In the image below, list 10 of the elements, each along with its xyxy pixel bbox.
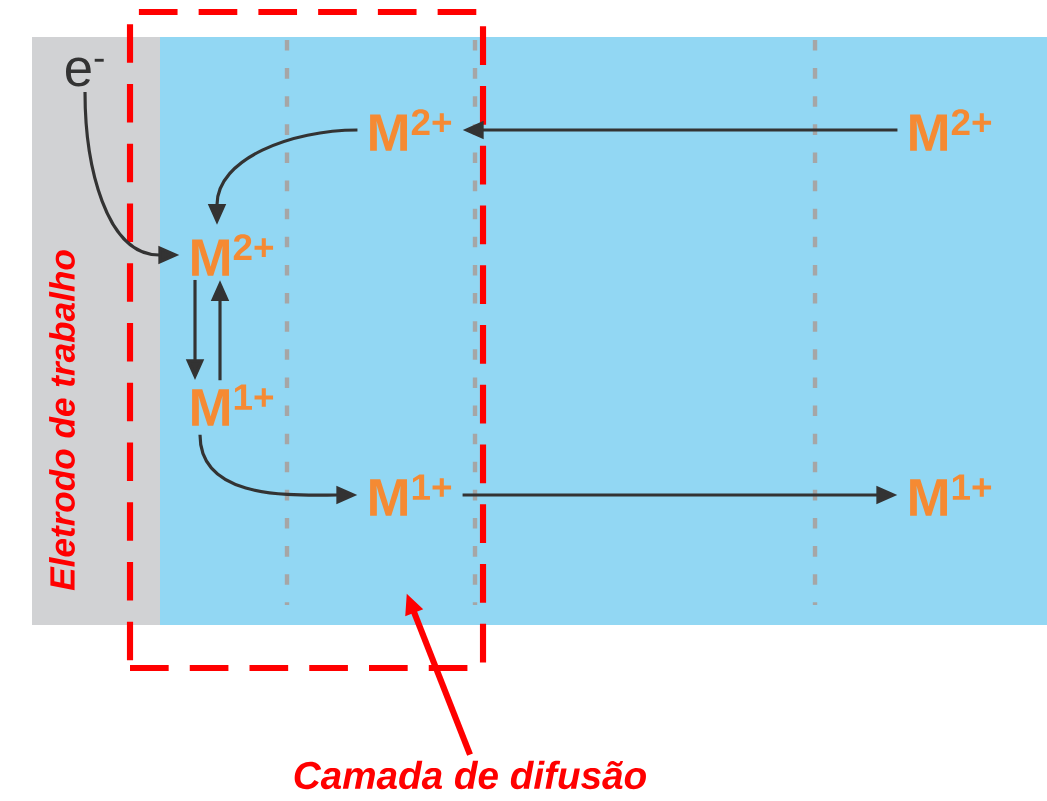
ion-label: M$^{1+}$ xyxy=(192,384,274,426)
diffusion-layer-outline xyxy=(126,8,487,672)
ion-label: M$^{1+}$ xyxy=(910,474,992,516)
ion-label: M$^{2+}$ xyxy=(370,109,452,151)
ion-label: M$^{1+}$ xyxy=(370,474,452,516)
layer-label: Camada de difusão xyxy=(294,760,646,790)
ion-label: M$^{2+}$ xyxy=(192,234,274,276)
electron-label: e$^{-}$ xyxy=(66,57,104,87)
ion-label: M$^{2+}$ xyxy=(910,109,992,151)
electrode-label: Eletrodo de trabalho xyxy=(49,250,75,591)
